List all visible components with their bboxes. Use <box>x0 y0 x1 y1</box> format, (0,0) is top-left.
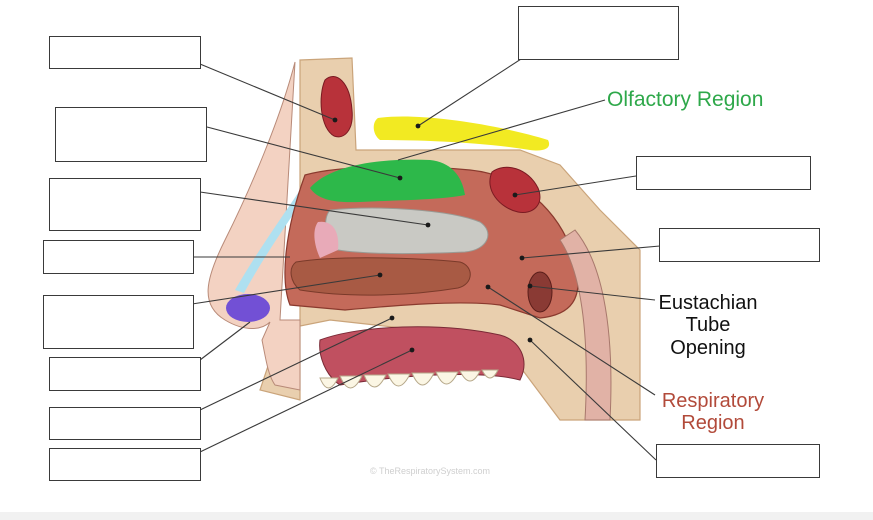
answer-box-right-2[interactable] <box>659 228 820 262</box>
leader-lines <box>191 47 661 461</box>
olfactory-region-text: Olfactory Region <box>607 88 764 111</box>
respiratory-region-label: Respiratory Region <box>648 390 778 435</box>
pointer-dots <box>332 117 533 353</box>
septal-area <box>314 221 339 258</box>
answer-box-left-5[interactable] <box>43 295 194 349</box>
answer-box-left-6[interactable] <box>49 357 201 391</box>
bottom-strip <box>0 512 873 520</box>
pharynx-wall <box>559 229 612 421</box>
answer-box-top-left[interactable] <box>49 36 201 69</box>
frontal-sinus <box>320 76 353 138</box>
respiratory-line-2: Region <box>681 412 745 435</box>
eustachian-line-1: Eustachian <box>658 292 758 314</box>
olfactory-region-label: Olfactory Region <box>607 88 787 112</box>
answer-box-left-7[interactable] <box>49 407 201 440</box>
answer-box-left-3[interactable] <box>49 178 201 231</box>
sphenoid-sinus <box>489 166 541 214</box>
olfactory-bulb <box>373 116 550 151</box>
answer-box-right-1[interactable] <box>636 156 811 190</box>
answer-box-left-2[interactable] <box>55 107 207 162</box>
respiratory-line-1: Respiratory <box>661 390 765 412</box>
teeth <box>319 369 499 389</box>
nostril-vestibule <box>226 294 270 322</box>
answer-box-left-4[interactable] <box>43 240 194 274</box>
answer-box-right-bottom[interactable] <box>656 444 820 478</box>
eustachian-line-2: Tube <box>685 314 731 337</box>
nasal-cartilage <box>235 190 306 293</box>
eustachian-tube-opening-label: Eustachian Tube Opening <box>648 292 768 359</box>
answer-box-top-center[interactable] <box>518 6 679 60</box>
eustachian-opening-shape <box>527 271 553 313</box>
copyright-watermark: © TheRespiratorySystem.com <box>369 466 490 476</box>
face-skin <box>207 61 301 391</box>
olfactory-region-shape <box>310 159 465 203</box>
answer-box-left-8[interactable] <box>49 448 201 481</box>
eustachian-line-3: Opening <box>670 336 746 359</box>
